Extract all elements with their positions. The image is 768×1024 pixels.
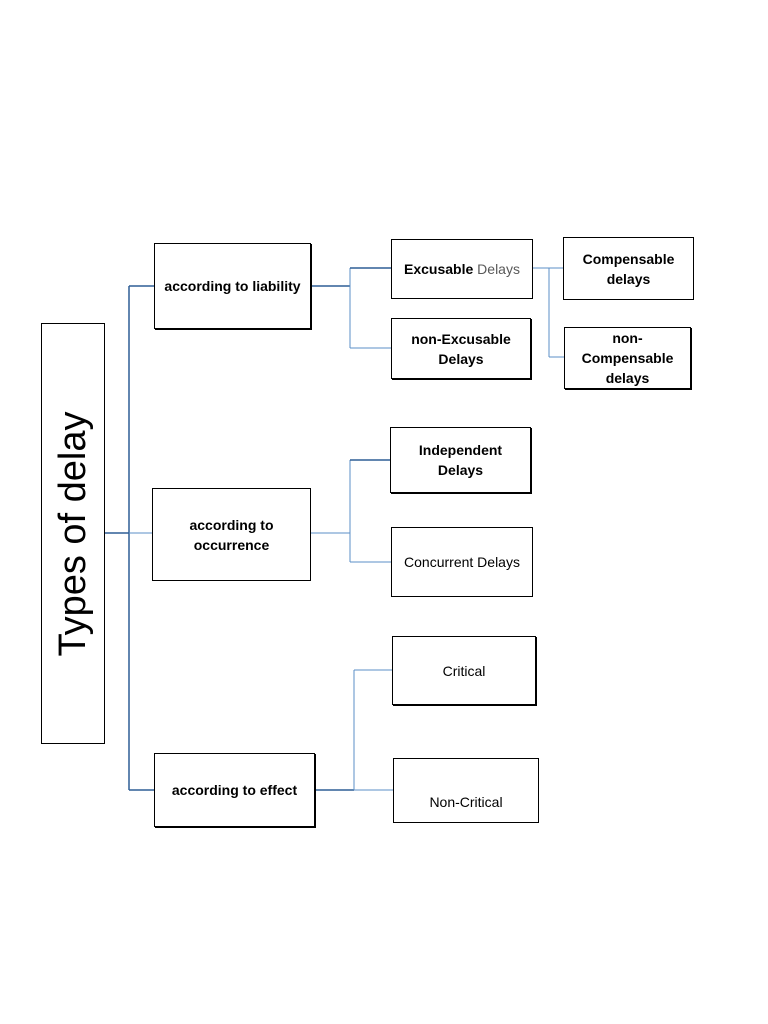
excusable-label-main: Excusable (404, 261, 474, 277)
non-excusable-label: non-Excusable Delays (411, 330, 511, 367)
excusable-label-rest: Delays (477, 261, 520, 277)
non-critical-node: Non-Critical (393, 758, 539, 823)
root-title: Types of delay (52, 410, 94, 657)
independent-node: Independent Delays (390, 427, 531, 493)
liability-label: according to liability (164, 278, 301, 294)
excusable-label: Excusable Delays (404, 259, 520, 279)
non-excusable-node: non-Excusable Delays (391, 318, 531, 379)
compensable-label: Compensable delays (582, 250, 675, 287)
non-compensable-label: non-Compensable delays (581, 330, 674, 386)
effect-node: according to effect (154, 753, 315, 827)
occurrence-label: according to occurrence (189, 516, 274, 553)
critical-label: Critical (442, 662, 486, 679)
concurrent-label: Concurrent Delays (404, 554, 520, 570)
liability-node: according to liability (154, 243, 311, 329)
independent-label: Independent Delays (418, 442, 503, 478)
occurrence-node: according to occurrence (152, 488, 311, 581)
root-node: Types of delay (41, 323, 105, 744)
excusable-node: Excusable Delays (391, 239, 533, 299)
effect-label: according to effect (171, 782, 298, 798)
non-compensable-node: non-Compensable delays (564, 327, 691, 389)
compensable-node: Compensable delays (563, 237, 694, 300)
critical-node: Critical (392, 636, 536, 705)
non-critical-label: Non-Critical (429, 794, 503, 810)
concurrent-node: Concurrent Delays (391, 527, 533, 597)
